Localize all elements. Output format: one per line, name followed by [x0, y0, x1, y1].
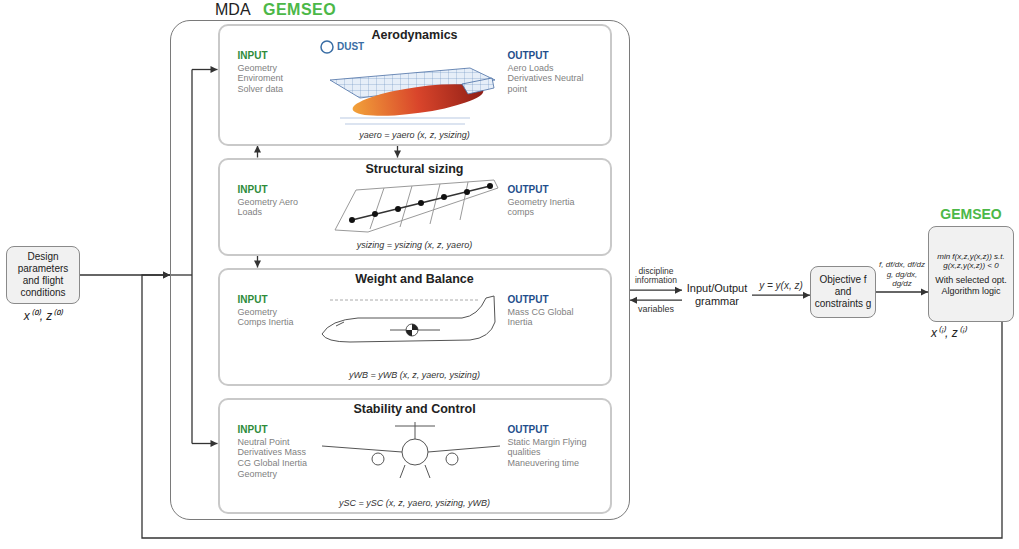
output-heading: OUTPUT [508, 424, 549, 436]
connector [876, 289, 928, 296]
input-list: Geometry Aero Loads [238, 197, 308, 219]
input-heading: INPUT [238, 424, 268, 436]
grammar-node: Input/Output grammar [682, 280, 752, 310]
discipline-box: Weight and BalanceINPUTGeometry Comps In… [218, 268, 612, 386]
gemseo-logo: GEMSEO [263, 0, 336, 19]
grammar-text: Input/Output grammar [684, 282, 750, 308]
discipline-formula: ysizing = ysizing (x, z, yaero) [220, 240, 610, 251]
input-box: Design parameters and flight conditionsx… [6, 246, 80, 304]
initial-point: x⁽⁰⁾, z⁽⁰⁾ [7, 309, 79, 323]
output-heading: OUTPUT [508, 294, 549, 306]
discipline-title: Stability and Control [220, 402, 610, 417]
arrowhead [163, 272, 170, 279]
dust-logo-mark [321, 41, 333, 53]
arrowhead [254, 261, 261, 268]
discipline-title: Weight and Balance [220, 272, 610, 287]
optimizer-box: GEMSEOmin f(x,z,y(x,z)) s.t. g(x,z,y(x,z… [928, 226, 1014, 322]
arrowhead [921, 289, 928, 296]
connector [254, 256, 261, 268]
weight-balance-illustration [322, 296, 495, 342]
output-list: Aero Loads Derivatives Neutral point [508, 63, 594, 95]
edge-label: discipline information [630, 267, 682, 287]
connector [254, 146, 261, 158]
arrowhead [163, 272, 170, 279]
input-heading: INPUT [238, 294, 268, 306]
box-text: Design parameters and flight conditions [10, 251, 76, 299]
discipline-formula: yWB = yWB (x, z, yaero, ysizing) [220, 370, 610, 381]
edge-label: f, df/dx, df/dz g, dg/dx, dg/dz [877, 260, 927, 288]
connector-line [752, 295, 810, 296]
output-list: Geometry Inertia comps [508, 197, 594, 219]
discipline-formula: yaero = yaero (x, z, ysizing) [220, 130, 610, 141]
optimization-problem: min f(x,z,y(x,z)) s.t. g(x,z,y(x,z)) < 0 [932, 252, 1010, 271]
connector [630, 287, 682, 294]
distribution-bracket [170, 66, 218, 447]
mda-title: MDA [215, 0, 251, 19]
edge-label: y = y(x, z) [758, 280, 804, 292]
arrowhead [394, 151, 401, 158]
mda-container: MDAGEMSEOAerodynamicsINPUTGeometry Envir… [170, 20, 630, 520]
input-heading: INPUT [238, 50, 268, 62]
connector [630, 297, 682, 304]
output-list: Static Margin Flying qualities Maneuveri… [508, 437, 594, 469]
current-point: x⁽ⁱ⁾, z⁽ⁱ⁾ [931, 326, 966, 340]
output-list: Mass CG Global Inertia [508, 307, 594, 329]
arrowhead [630, 297, 637, 304]
structure-wingbox-illustration [335, 180, 498, 232]
arrowhead [803, 292, 810, 299]
arrowhead [254, 146, 261, 153]
output-heading: OUTPUT [508, 184, 549, 196]
input-heading: INPUT [238, 184, 268, 196]
stability-front-view-illustration [322, 422, 500, 478]
discipline-box: Structural sizingINPUTGeometry Aero Load… [218, 158, 612, 256]
output-heading: OUTPUT [508, 50, 549, 62]
arrowhead [675, 287, 682, 294]
arrowhead [211, 66, 218, 73]
discipline-title: Structural sizing [220, 162, 610, 177]
input-list: Neutral Point Derivatives Mass CG Global… [238, 437, 308, 480]
arrowhead [211, 440, 218, 447]
box-text: Objective f and constraints g [814, 274, 872, 310]
connector-line [876, 291, 928, 292]
aero-aircraft-illustration [321, 41, 495, 124]
connector-line [630, 300, 682, 301]
connector-line [630, 290, 682, 291]
discipline-box: Stability and ControlINPUTNeutral Point … [218, 398, 612, 514]
connector [394, 146, 401, 158]
edge-label: variables [637, 304, 675, 314]
discipline-title: Aerodynamics [220, 28, 610, 43]
objective-box: Objective f and constraints g [810, 266, 876, 318]
logo-label: DUST [336, 41, 365, 53]
bracket-line [170, 274, 192, 275]
input-list: Geometry Enviroment Solver data [238, 63, 308, 95]
input-list: Geometry Comps Inertia [238, 307, 308, 329]
connector [752, 292, 810, 299]
discipline-formula: ySC = ySC (x, z, yaero, ysizing, yWB) [220, 498, 610, 509]
box-text: With selected opt. Algorithm logic [932, 275, 1010, 297]
discipline-box: AerodynamicsINPUTGeometry Enviroment Sol… [218, 24, 612, 146]
bracket-line [191, 70, 192, 444]
gemseo-logo: GEMSEO [929, 206, 1013, 223]
